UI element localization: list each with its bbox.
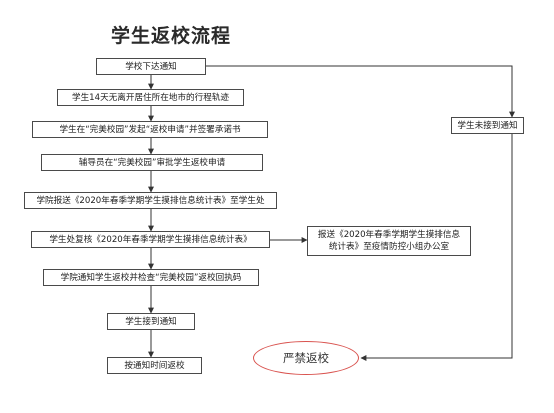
- side-report-box: 报送《2020年春季学期学生摸排信息统计表》至疫情防控小组办公室: [307, 226, 471, 256]
- arrow-n1-not-notified: [206, 65, 515, 118]
- arrow-not-notified-oval: [360, 134, 513, 361]
- step-return-application: 学生在“完美校园”发起“返校申请”并签署承诺书: [32, 121, 268, 138]
- page-title: 学生返校流程: [111, 25, 232, 47]
- side-not-notified-box: 学生未接到通知: [451, 117, 524, 134]
- step-college-report: 学院报送《2020年春季学期学生摸排信息统计表》至学生处: [24, 192, 277, 209]
- step-school-notice: 学校下达通知: [96, 58, 206, 75]
- step-return-on-time: 按通知时间返校: [107, 357, 202, 374]
- step-student-notified: 学生接到通知: [107, 313, 195, 330]
- step-office-review: 学生处复核《2020年春季学期学生摸排信息统计表》: [31, 231, 270, 248]
- end-no-return-oval: 严禁返校: [253, 341, 359, 375]
- step-counselor-approval: 辅导员在“完美校园”审批学生返校申请: [41, 154, 263, 171]
- step-notify-and-check: 学院通知学生返校并检查“完美校园”返校回执码: [43, 269, 259, 286]
- step-no-travel: 学生14天无离开居住所在地市的行程轨迹: [57, 89, 244, 106]
